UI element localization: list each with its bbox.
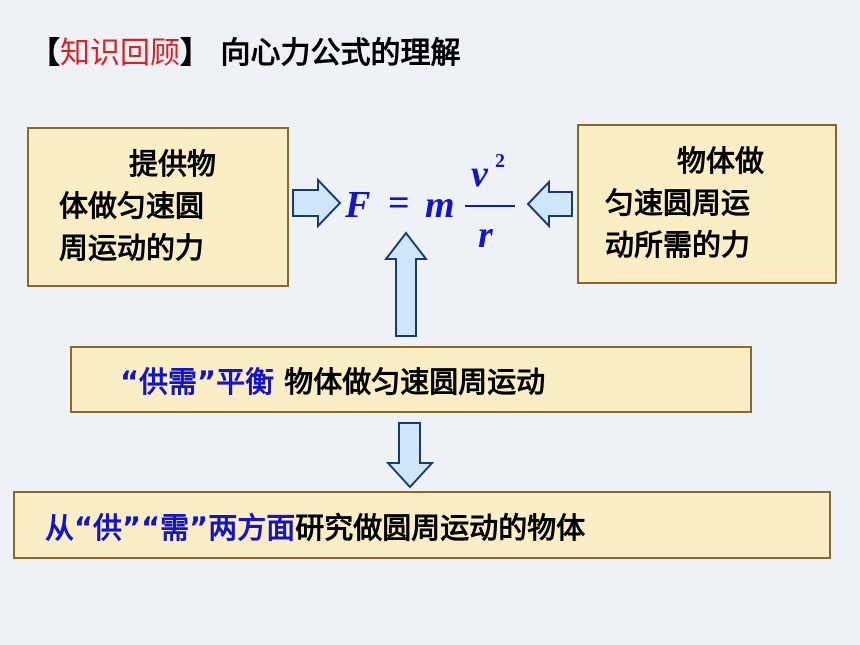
title-bracket-open: 【 — [30, 36, 60, 71]
demand-line-3: 动所需的力 — [605, 228, 751, 262]
title-highlight: 知识回顾 — [60, 36, 180, 71]
arrow-left-icon — [526, 179, 573, 229]
formula-velocity-symbol: v — [471, 153, 488, 195]
formula-radius-symbol: r — [478, 214, 493, 256]
arrow-right-icon — [292, 177, 342, 229]
demand-line-2: 匀速圆周运 — [605, 186, 751, 220]
supply-line-3: 周运动的力 — [59, 231, 205, 265]
arrow-up-icon — [383, 231, 429, 337]
conclusion-black-text: 研究做圆周运动的物体 — [295, 511, 586, 545]
balance-box: “供需”平衡 物体做匀速圆周运动 — [70, 346, 752, 413]
conclusion-box: 从“供”“需”两方面研究做圆周运动的物体 — [13, 491, 831, 559]
formula-exponent: 2 — [495, 150, 505, 172]
formula-mass-symbol: m — [425, 184, 455, 226]
page-title: 【知识回顾】 向心力公式的理解 — [30, 28, 460, 72]
conclusion-blue-text: 从“供”“需”两方面 — [45, 511, 296, 545]
title-text: 向心力公式的理解 — [220, 36, 461, 71]
supply-line-1: 提供物 — [129, 147, 217, 181]
formula-fraction-bar — [465, 205, 515, 207]
centripetal-force-formula: F = m v 2 r — [345, 150, 525, 260]
title-bracket-close: 】 — [180, 36, 210, 71]
demand-line-1: 物体做 — [677, 144, 765, 178]
formula-equals: = — [388, 182, 410, 224]
demand-force-box: 物体做 匀速圆周运 动所需的力 — [577, 124, 837, 284]
arrow-down-icon — [385, 422, 435, 489]
balance-black-text: 物体做匀速圆周运动 — [284, 365, 546, 399]
balance-blue-text: “供需”平衡 — [120, 365, 275, 399]
supply-line-2: 体做匀速圆 — [59, 189, 205, 223]
formula-force-symbol: F — [345, 184, 371, 226]
supply-force-box: 提供物 体做匀速圆 周运动的力 — [27, 127, 289, 287]
